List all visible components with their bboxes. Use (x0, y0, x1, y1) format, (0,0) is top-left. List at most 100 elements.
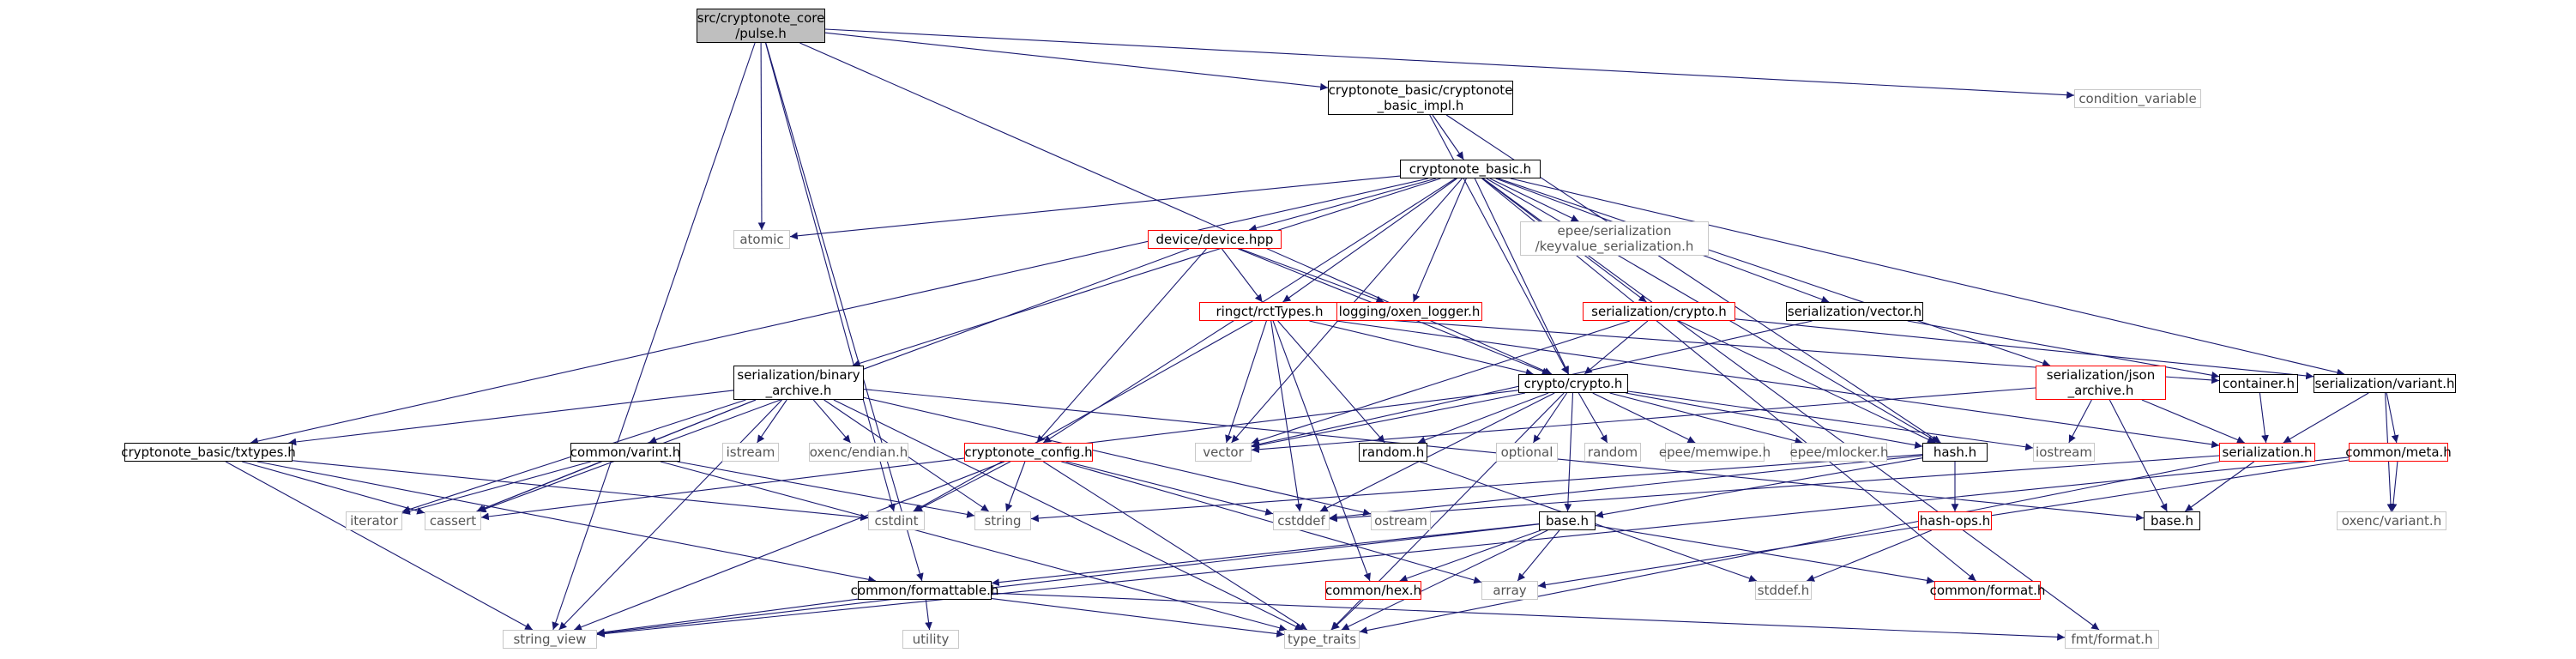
edge-config-to-typetraits (1043, 461, 1307, 631)
edge-formattable-to-fmtformat (991, 592, 2066, 641)
node-serialization-variant-h[interactable]: serialization/variant.h (2314, 374, 2456, 393)
node-json-archive-h[interactable]: serialization/json _archive.h (2036, 366, 2166, 400)
edge-jsonarch-to-serialization (2141, 399, 2245, 444)
node-cryptonote-config-h[interactable]: cryptonote_config.h (964, 443, 1093, 462)
edge-base_mid-to-typetraits (1341, 529, 1548, 631)
edge-formattable-to-utility (925, 599, 932, 631)
edge-crypto-to-mlocker (1609, 392, 1803, 445)
edge-crypto-to-optional (1532, 392, 1568, 444)
edge-rct-to-cstddef (1270, 320, 1303, 512)
node-hash-h[interactable]: hash.h (1922, 443, 1988, 462)
edge-layer (225, 28, 2399, 641)
edge-device-to-config (1036, 248, 1207, 444)
edge-varint-to-string (677, 461, 975, 518)
node-pulse-h[interactable]: src/cryptonote_core /pulse.h (697, 9, 825, 43)
edge-crypto-to-cstddef (1319, 392, 1555, 512)
edge-formattable-to-stringview (596, 598, 859, 637)
edge-sercrypto-to-servariant (1734, 318, 2314, 380)
edge-crypto-to-memwipe (1592, 392, 1696, 444)
node-utility: utility (902, 630, 959, 649)
node-base-h-serialization[interactable]: base.h (2144, 511, 2200, 530)
edge-txtypes-to-cassert (242, 461, 425, 515)
node-string: string (974, 511, 1031, 530)
edge-varint-to-iterator (401, 461, 591, 515)
node-txtypes-h[interactable]: cryptonote_basic/txtypes.h (121, 443, 296, 462)
node-hex-h[interactable]: common/hex.h (1325, 581, 1422, 600)
node-cryptonote-basic-impl-h[interactable]: cryptonote_basic/cryptonote _basic_impl.… (1328, 81, 1513, 115)
node-formattable-h[interactable]: common/formattable.h (850, 581, 999, 600)
node-type-traits: type_traits (1284, 630, 1360, 649)
edge-container-to-serialization (2259, 392, 2269, 444)
node-rcttypes-h[interactable]: ringct/rctTypes.h (1199, 302, 1340, 321)
edge-rct-to-hex (1272, 320, 1371, 582)
edge-base_mid-to-array (1517, 529, 1560, 582)
node-keyvalue-serialization-h: epee/serialization /keyvalue_serializati… (1520, 221, 1709, 256)
edge-cb-to-device (1248, 178, 1437, 232)
node-cryptonote-basic-h[interactable]: cryptonote_basic.h (1400, 160, 1541, 178)
node-array: array (1481, 581, 1538, 600)
edge-servariant-to-serialization (2283, 392, 2369, 444)
edge-device-to-rct (1221, 248, 1264, 303)
edge-rct-to-serialization (1336, 320, 2220, 449)
node-optional: optional (1496, 443, 1558, 462)
node-memwipe-h: epee/memwipe.h (1658, 443, 1771, 462)
node-oxen-logger-h[interactable]: logging/oxen_logger.h (1336, 302, 1482, 321)
node-container-h[interactable]: container.h (2219, 374, 2298, 393)
edge-hex-to-typetraits (1331, 599, 1364, 631)
edge-rct-to-crypto (1309, 320, 1534, 377)
node-crypto-h[interactable]: crypto/crypto.h (1518, 374, 1628, 393)
edge-txtypes-to-cstdint (292, 460, 869, 522)
edge-device-to-logger (1240, 248, 1385, 304)
edge-servector-to-container (1907, 320, 2220, 379)
edge-rct-to-random_h (1277, 320, 1385, 444)
edge-binarch-to-ostream (863, 396, 1372, 517)
node-cassert: cassert (425, 511, 481, 530)
edge-rct-to-vector (1225, 320, 1267, 444)
node-binary-archive-h[interactable]: serialization/binary _archive.h (733, 366, 864, 400)
node-istream: istream (722, 443, 779, 462)
edge-jsonarch-to-vector (1251, 387, 2036, 454)
edge-serialization-to-base_sys (2184, 461, 2255, 512)
node-mlocker-h: epee/mlocker.h (1789, 443, 1889, 462)
node-oxenc-variant-h: oxenc/variant.h (2337, 511, 2446, 530)
edge-base_mid-to-hex (1399, 529, 1541, 583)
node-device-hpp[interactable]: device/device.hpp (1148, 230, 1282, 249)
edge-hashops-to-stddef (1806, 529, 1933, 582)
node-random: random (1584, 443, 1641, 462)
node-oxenc-endian-h: oxenc/endian.h (809, 443, 908, 462)
node-serialization-h[interactable]: serialization.h (2219, 443, 2315, 462)
edge-hash-to-string (1030, 454, 1923, 523)
edge-rct-to-cstdint (913, 320, 1253, 512)
edge-cb-to-rct (1282, 178, 1457, 303)
edge-jsonarch-to-base_sys (2108, 399, 2168, 512)
edge-pulse-to-formattable (765, 42, 924, 582)
edge-formattable-to-typetraits (991, 598, 1285, 638)
node-base-h[interactable]: base.h (1539, 511, 1596, 530)
edge-hash-to-cstddef (1329, 455, 1923, 521)
node-serialization-crypto-h[interactable]: serialization/crypto.h (1583, 302, 1735, 321)
edge-cbi-to-cb (1432, 114, 1464, 160)
edge-sercrypto-to-hash (1678, 320, 1936, 444)
edge-cb-to-binarch (852, 178, 1441, 367)
node-serialization-vector-h[interactable]: serialization/vector.h (1786, 302, 1923, 321)
edge-txtypes-to-formattable (256, 461, 877, 583)
edge-binarch-to-stringview (558, 399, 782, 631)
node-varint-h[interactable]: common/varint.h (570, 443, 681, 462)
node-iostream: iostream (2033, 443, 2095, 462)
node-meta-h[interactable]: common/meta.h (2345, 443, 2452, 462)
node-condition-variable: condition_variable (2074, 89, 2201, 108)
edge-crypto-to-random_h (1417, 392, 1549, 444)
edge-servariant-to-meta (2386, 392, 2399, 444)
edge-binarch-to-endian (812, 399, 851, 444)
edge-config-to-cstddef (1065, 461, 1274, 516)
edge-cb-to-crypto (1474, 178, 1570, 375)
node-hash-ops-h[interactable]: hash-ops.h (1918, 511, 1992, 530)
edge-jsonarch-to-iostream (2068, 399, 2092, 444)
node-format-h[interactable]: common/format.h (1929, 581, 2046, 600)
edge-sercrypto-to-crypto (1584, 320, 1649, 375)
node-random-h[interactable]: random.h (1359, 443, 1427, 462)
edge-base_mid-to-format (1595, 524, 1935, 584)
node-fmt-format-h: fmt/format.h (2065, 630, 2159, 649)
edge-hash-to-base_mid (1595, 457, 1923, 518)
edge-cb-to-atomic (789, 175, 1401, 240)
